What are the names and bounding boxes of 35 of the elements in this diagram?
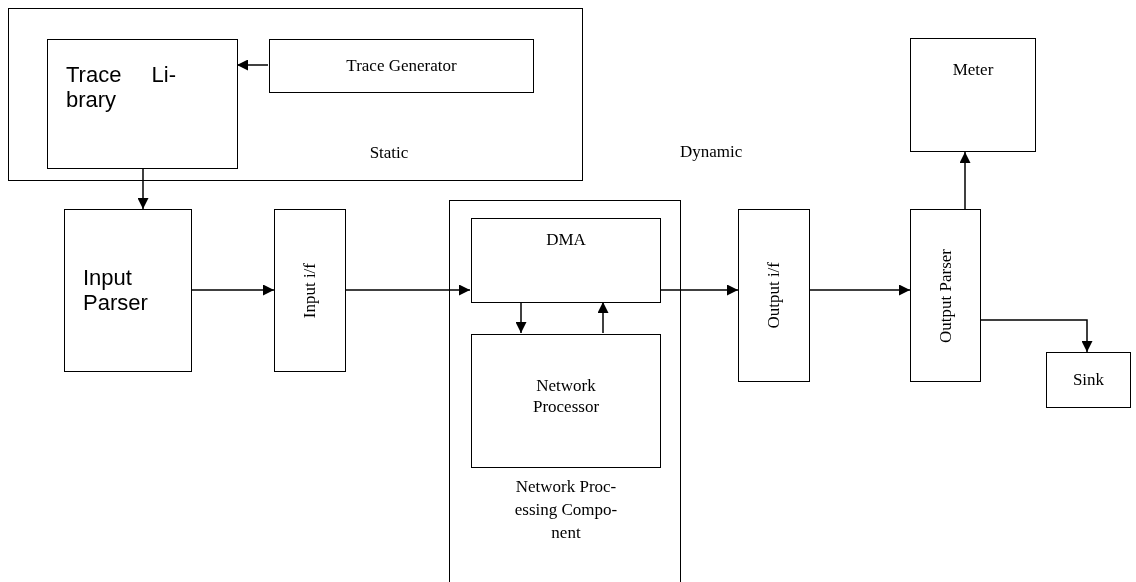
box-label: Sink: [1072, 369, 1105, 391]
box-label: Static: [368, 142, 410, 164]
process-box: [274, 209, 346, 372]
process-box: [64, 209, 192, 372]
vertical-label: Output i/f: [763, 262, 785, 329]
arrow: [515, 301, 527, 334]
arrow: [345, 284, 471, 296]
process-box: [471, 334, 661, 468]
arrow: [191, 284, 275, 296]
box-label: Input Parser: [83, 265, 149, 316]
arrow: [597, 301, 609, 334]
process-box: [471, 218, 661, 303]
group-box: [449, 200, 681, 582]
process-box: [1046, 352, 1131, 408]
vertical-label: Input i/f: [299, 262, 321, 319]
arrow: [980, 319, 1093, 353]
arrow: [959, 151, 971, 210]
box-label: Trace Generator: [346, 55, 457, 77]
box-label: DMA: [545, 229, 587, 251]
group-box: [8, 8, 583, 181]
process-box: [910, 209, 981, 382]
process-box: [47, 39, 238, 169]
process-box: [910, 38, 1036, 152]
process-box: [738, 209, 810, 382]
arrow: [659, 284, 739, 296]
arrow: [137, 167, 149, 210]
arrow: [236, 59, 269, 71]
box-label: Network Proc- essing Compo- nent: [513, 476, 619, 544]
vertical-label: Output Parser: [934, 248, 956, 343]
region-label: Dynamic: [680, 141, 743, 163]
box-label: Trace Li- brary: [66, 62, 176, 113]
box-label: Meter: [951, 59, 995, 81]
box-label: Network Processor: [531, 375, 601, 418]
process-box: [269, 39, 534, 93]
arrow: [809, 284, 911, 296]
